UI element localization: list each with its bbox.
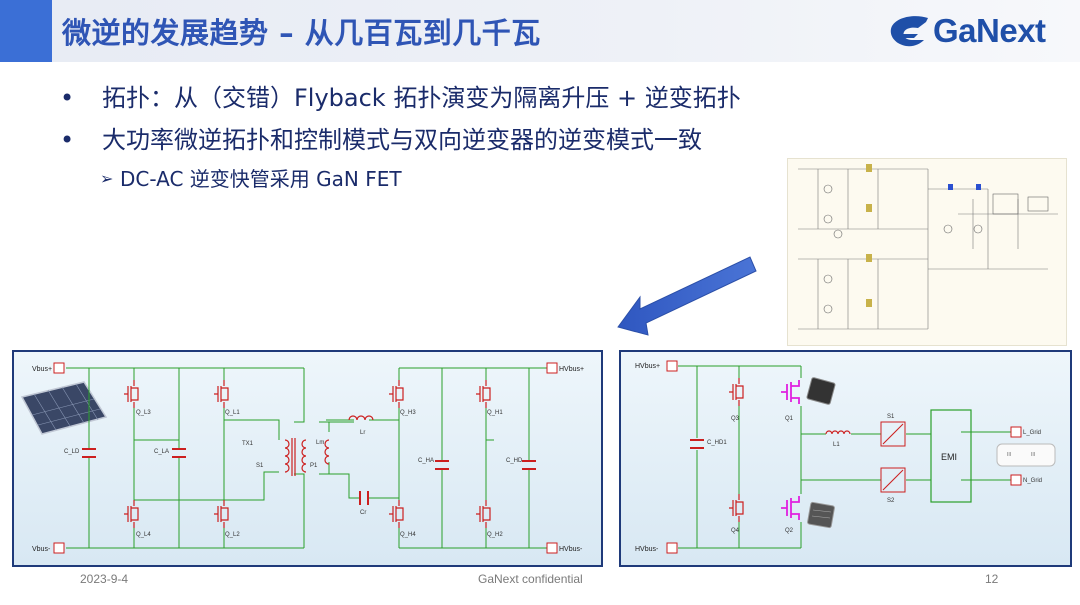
label-s1: S1 [256, 463, 264, 469]
label-hvbus-plus: HVbus+ [559, 366, 584, 373]
label-emi: EMI [941, 452, 957, 462]
label-q-h4: Q_H4 [400, 532, 416, 538]
label-q2: Q2 [785, 528, 794, 534]
label-p1: P1 [310, 463, 318, 469]
label-vbus-plus: Vbus+ [32, 366, 52, 373]
label-lr: Lr [360, 430, 365, 436]
inverter-schematic: III III HVbus+ HVbus- C_HD1 Q3 Q1 Q4 Q2 L… [635, 360, 1056, 554]
label-l1: L1 [833, 442, 840, 448]
footer-date: 2023-9-4 [80, 572, 129, 586]
label-lm: Lm [316, 440, 324, 446]
label-q-l2: Q_L2 [225, 532, 240, 538]
label-q-l4: Q_L4 [136, 532, 151, 538]
isolated-boost-schematic: Vbus+ Vbus- HVbus+ HVbus- C_LD C_LA C_HA… [20, 362, 584, 554]
label-q3: Q3 [731, 416, 740, 422]
bullet-dot: • [60, 126, 75, 154]
footer-page-number: 12 [985, 572, 999, 586]
header-accent-bar [0, 0, 52, 62]
label-q-l3: Q_L3 [136, 410, 151, 416]
label-q1: Q1 [785, 416, 794, 422]
schematic-thumbnail [787, 158, 1067, 346]
slide-title: 微逆的发展趋势 – 从几百瓦到几千瓦 [62, 16, 541, 50]
pointer-arrow-icon [617, 256, 757, 336]
bullet-list: • 拓扑：从（交错）Flyback 拓扑演变为隔离升压 + 逆变拓扑 • 大功率… [60, 80, 820, 194]
label-s1: S1 [887, 414, 895, 420]
transformer-icon [284, 415, 374, 476]
sub-bullet-arrow-icon: ➢ [100, 169, 114, 188]
sub-bullet-text: DC-AC 逆变快管采用 GaN FET [120, 167, 402, 191]
solar-panel-icon [20, 381, 108, 435]
inductor-icon [825, 430, 851, 435]
label-q-h2: Q_H2 [487, 532, 503, 538]
label-c-ha: C_HA [418, 458, 434, 464]
label-c-hd1: C_HD1 [707, 440, 727, 446]
inverter-circuit-panel: III III HVbus+ HVbus- C_HD1 Q3 Q1 Q4 Q2 L… [619, 350, 1072, 567]
label-q-l1: Q_L1 [225, 410, 240, 416]
label-l-grid: L_Grid [1023, 430, 1041, 436]
gan-package-top-icon [806, 377, 836, 405]
emi-filter-box [930, 409, 972, 503]
bullet-text: 拓扑：从（交错）Flyback 拓扑演变为隔离升压 + 逆变拓扑 [102, 84, 741, 112]
label-q-h3: Q_H3 [400, 410, 416, 416]
isolated-boost-circuit-panel: Vbus+ Vbus- HVbus+ HVbus- C_LD C_LA C_HA… [12, 350, 603, 567]
label-vbus-minus: Vbus- [32, 546, 51, 553]
label-n-grid: N_Grid [1023, 478, 1042, 484]
label-hvbus-plus: HVbus+ [635, 363, 660, 370]
logo-mark-icon [890, 16, 928, 47]
label-tx1: TX1 [242, 441, 254, 447]
thumbnail-schematic-drawing [798, 164, 1058, 330]
label-c-la: C_LA [154, 449, 169, 455]
logo-text: GaNext [933, 12, 1046, 49]
bullet-dot: • [60, 84, 75, 112]
gan-package-bottom-icon [807, 501, 835, 529]
relay-icon [880, 421, 906, 493]
label-q-h1: Q_H1 [487, 410, 503, 416]
label-hvbus-minus: HVbus- [635, 546, 659, 553]
label-hvbus-minus: HVbus- [559, 546, 583, 553]
label-cr: Cr [360, 510, 366, 516]
label-s2: S2 [887, 498, 895, 504]
label-q4: Q4 [731, 528, 740, 534]
bullet-item-control-mode: • 大功率微逆拓扑和控制模式与双向逆变器的逆变模式一致 [60, 122, 820, 164]
svg-text:III: III [1007, 452, 1011, 458]
label-c-ld: C_LD [64, 449, 80, 455]
bullet-text: 大功率微逆拓扑和控制模式与双向逆变器的逆变模式一致 [102, 126, 702, 154]
ganext-logo: GaNext [888, 12, 1073, 52]
bullet-item-topology: • 拓扑：从（交错）Flyback 拓扑演变为隔离升压 + 逆变拓扑 [60, 80, 820, 122]
svg-text:III: III [1031, 452, 1035, 458]
sub-bullet-gan-fet: ➢ DC-AC 逆变快管采用 GaN FET [100, 164, 820, 194]
ac-socket-icon: III III [996, 443, 1056, 467]
footer-confidential: GaNext confidential [478, 572, 583, 586]
label-c-hd: C_HD [506, 458, 523, 464]
